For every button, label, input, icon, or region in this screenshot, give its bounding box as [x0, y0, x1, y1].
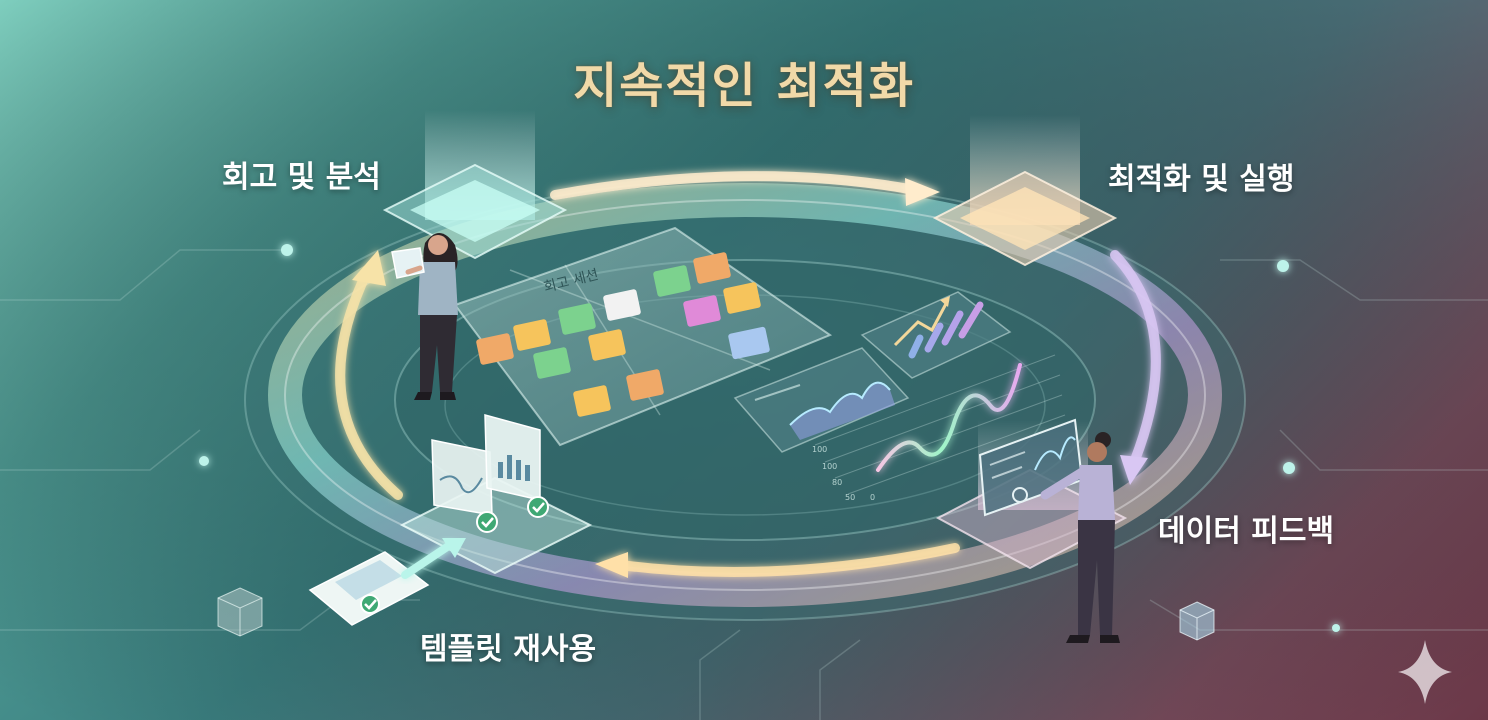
flow-arrows — [335, 171, 1161, 578]
tick-label: 100 — [812, 445, 827, 454]
glow-dots — [199, 244, 1340, 632]
tick-label: 0 — [870, 493, 875, 502]
check-icon — [527, 496, 549, 518]
wave-chart-ticks: 100 100 80 50 0 — [812, 445, 875, 502]
page-title: 지속적인 최적화 — [573, 58, 915, 114]
arrow-bottom — [615, 543, 960, 577]
template-cards — [431, 414, 549, 533]
arrow-bottom-head-icon — [595, 552, 628, 578]
wave-chart: 100 100 80 50 0 — [812, 354, 1066, 502]
arrow-left — [335, 265, 403, 500]
tick-label: 50 — [845, 493, 855, 502]
pad-optimize — [932, 170, 1118, 267]
cube-right — [1179, 601, 1215, 641]
arrow-top — [550, 171, 920, 200]
line-chart-panel — [733, 347, 910, 453]
arrow-top-head-icon — [905, 178, 940, 206]
arrow-left-head-icon — [352, 250, 386, 286]
sparkle-icon — [1398, 640, 1452, 704]
tick-label: 100 — [822, 462, 837, 471]
pad-retrospective — [382, 163, 568, 260]
check-icon — [360, 594, 380, 614]
check-icon — [476, 511, 498, 533]
arrow-right — [1110, 250, 1161, 465]
retrospective-board: 회고 세션 — [453, 226, 833, 447]
stage-label-data-feedback: 데이터 피드백 — [1158, 514, 1335, 549]
tick-label: 80 — [832, 478, 842, 487]
template-card-stack — [308, 538, 466, 626]
cube-left — [217, 587, 263, 637]
person-left — [391, 232, 458, 400]
stage-label-optimize: 최적화 및 실행 — [1108, 162, 1295, 197]
cycle-ring — [268, 183, 1222, 607]
wave-line — [876, 363, 1022, 472]
stage-label-retrospective: 회고 및 분석 — [222, 160, 381, 195]
sticky-notes — [476, 252, 770, 417]
stage-label-template-reuse: 템플릿 재사용 — [420, 632, 597, 667]
arrow-right-head-icon — [1120, 455, 1148, 485]
bar-chart-panel — [860, 291, 1012, 379]
person-right — [1040, 432, 1120, 643]
arrow-up-icon — [442, 538, 466, 558]
